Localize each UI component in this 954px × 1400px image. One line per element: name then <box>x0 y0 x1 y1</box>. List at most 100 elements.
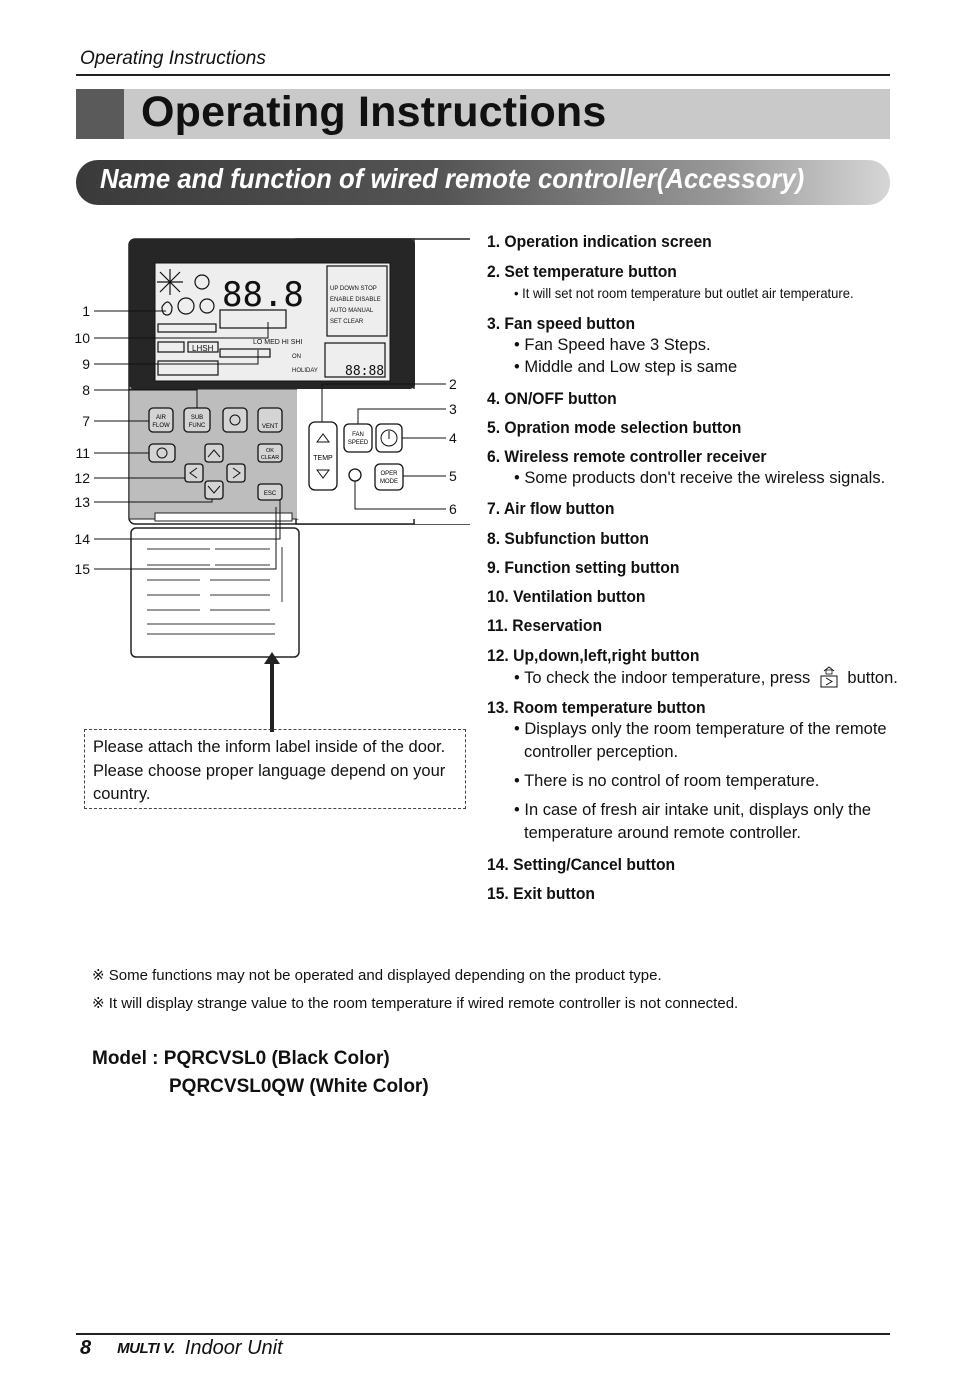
function-setting-button <box>222 407 248 433</box>
door-note-line: Please choose proper language depend on … <box>93 761 446 804</box>
svg-text:TEMP: TEMP <box>313 455 333 462</box>
callout-15: 15 <box>74 561 90 577</box>
header-rule <box>76 74 890 76</box>
callout-7: 7 <box>82 413 90 429</box>
left-button <box>184 463 204 483</box>
subtitle-bar <box>76 160 890 205</box>
callout-2: 2 <box>449 376 457 392</box>
wireless-receiver <box>348 468 362 482</box>
svg-text:AIR: AIR <box>156 415 167 421</box>
function-title: 3. Fan speed button <box>487 315 636 333</box>
right-button <box>226 463 246 483</box>
brand-logo: MULTI V. <box>117 1340 175 1357</box>
function-title: 1. Operation indication screen <box>487 233 712 251</box>
svg-text:AUTO MANUAL: AUTO MANUAL <box>330 308 374 314</box>
callout-8: 8 <box>82 382 90 398</box>
function-title: 14. Setting/Cancel button <box>487 856 676 874</box>
function-note: • To check the indoor temperature, press <box>514 669 811 687</box>
svg-text:LO MED HI SHI: LO MED HI SHI <box>253 339 302 346</box>
oper-mode-button <box>374 463 404 491</box>
function-title: 7. Air flow button <box>487 500 615 518</box>
function-title: 4. ON/OFF button <box>487 390 617 408</box>
lcd-time: 88:88 <box>345 364 384 379</box>
svg-text:OPER: OPER <box>380 471 398 477</box>
svg-text:OK: OK <box>266 448 274 454</box>
up-button <box>204 443 224 463</box>
function-title: 9. Function setting button <box>487 559 680 577</box>
running-header: Operating Instructions <box>80 48 266 69</box>
footer-unit: Indoor Unit <box>184 1337 283 1359</box>
room-temp-button-icon <box>820 666 838 688</box>
temp-button <box>308 421 338 491</box>
title-bar <box>76 89 890 139</box>
svg-text:SPEED: SPEED <box>348 440 369 446</box>
vent-button <box>257 407 283 433</box>
callout-14: 14 <box>74 531 90 547</box>
model-line: PQRCVSL0QW (White Color) <box>169 1076 429 1097</box>
callout-4: 4 <box>449 430 457 446</box>
svg-text:SET CLEAR: SET CLEAR <box>330 319 364 325</box>
function-note: • In case of fresh air intake unit, disp… <box>514 801 872 842</box>
svg-text:FAN: FAN <box>352 432 364 438</box>
function-note: • There is no control of room temperatur… <box>514 772 820 790</box>
callout-3: 3 <box>449 401 457 417</box>
svg-text:UP DOWN STOP: UP DOWN STOP <box>330 286 377 292</box>
svg-text:CLEAR: CLEAR <box>261 455 279 461</box>
function-title: 8. Subfunction button <box>487 530 649 548</box>
arrow-head <box>264 652 280 664</box>
function-note: • Middle and Low step is same <box>514 358 738 376</box>
function-note: • Fan Speed have 3 Steps. <box>514 336 711 354</box>
footer: 8 MULTI V. Indoor Unit <box>80 1337 283 1360</box>
function-title: 5. Opration mode selection button <box>487 419 742 437</box>
callout-13: 13 <box>74 494 90 510</box>
callout-12: 12 <box>74 470 90 486</box>
esc-button <box>257 483 283 501</box>
svg-text:ON: ON <box>292 354 301 360</box>
function-title: 15. Exit button <box>487 885 595 903</box>
ok-clear-button <box>257 443 283 463</box>
footnote: ※ It will display strange value to the r… <box>92 995 739 1012</box>
function-title: 6. Wireless remote controller receiver <box>487 448 767 466</box>
callout-5: 5 <box>449 468 457 484</box>
callout-11: 11 <box>75 445 90 461</box>
callout-6: 6 <box>449 501 457 517</box>
function-title: 11. Reservation <box>487 617 603 635</box>
door-note-line: Please attach the inform label inside of… <box>93 738 446 756</box>
lcd-icons <box>157 265 388 378</box>
svg-text:HOLIDAY: HOLIDAY <box>292 368 318 374</box>
svg-text:VENT: VENT <box>262 424 278 430</box>
footnotes: ※ Some functions may not be operated and… <box>92 962 738 1018</box>
svg-text:SUB: SUB <box>191 415 203 421</box>
function-title: 10. Ventilation button <box>487 588 646 606</box>
function-note: • It will set not room temperature but o… <box>514 285 854 301</box>
lcd-digits: 88.8 <box>222 275 304 315</box>
model-line: Model : PQRCVSL0 (Black Color) <box>92 1048 390 1069</box>
callout-10: 10 <box>74 330 90 346</box>
svg-text:ENABLE DISABLE: ENABLE DISABLE <box>330 297 381 303</box>
model-info: Model : PQRCVSL0 (Black Color) PQRCVSL0Q… <box>92 1045 429 1101</box>
footnote: ※ Some functions may not be operated and… <box>92 967 662 984</box>
page-title: Operating Instructions <box>141 88 607 136</box>
air-flow-button <box>148 407 174 433</box>
svg-text:ESC: ESC <box>264 491 277 497</box>
svg-text:MODE: MODE <box>380 479 398 485</box>
function-note: • Some products don't receive the wirele… <box>514 469 886 487</box>
callout-9: 9 <box>82 356 90 372</box>
svg-text:LHSH: LHSH <box>192 344 214 353</box>
function-list: 1. Operation indication screen 2. Set te… <box>487 233 907 914</box>
svg-text:FLOW: FLOW <box>152 423 170 429</box>
svg-text:FUNC: FUNC <box>189 423 206 429</box>
function-title: 13. Room temperature button <box>487 699 706 717</box>
down-button <box>204 480 224 500</box>
door-label <box>130 527 300 658</box>
section-subtitle: Name and function of wired remote contro… <box>100 163 805 194</box>
callout-1: 1 <box>82 303 90 319</box>
function-title: 2. Set temperature button <box>487 263 677 281</box>
door-note-box: Please attach the inform label inside of… <box>84 729 466 809</box>
remote-controller-diagram: 88.8 LO MED HI SHI LHSH 88:88 UP DOWN ST… <box>74 238 470 732</box>
fan-speed-button <box>343 423 373 453</box>
function-title: 12. Up,down,left,right button <box>487 647 700 665</box>
title-block <box>76 89 124 139</box>
page-number: 8 <box>80 1337 92 1359</box>
footer-rule <box>76 1333 890 1335</box>
